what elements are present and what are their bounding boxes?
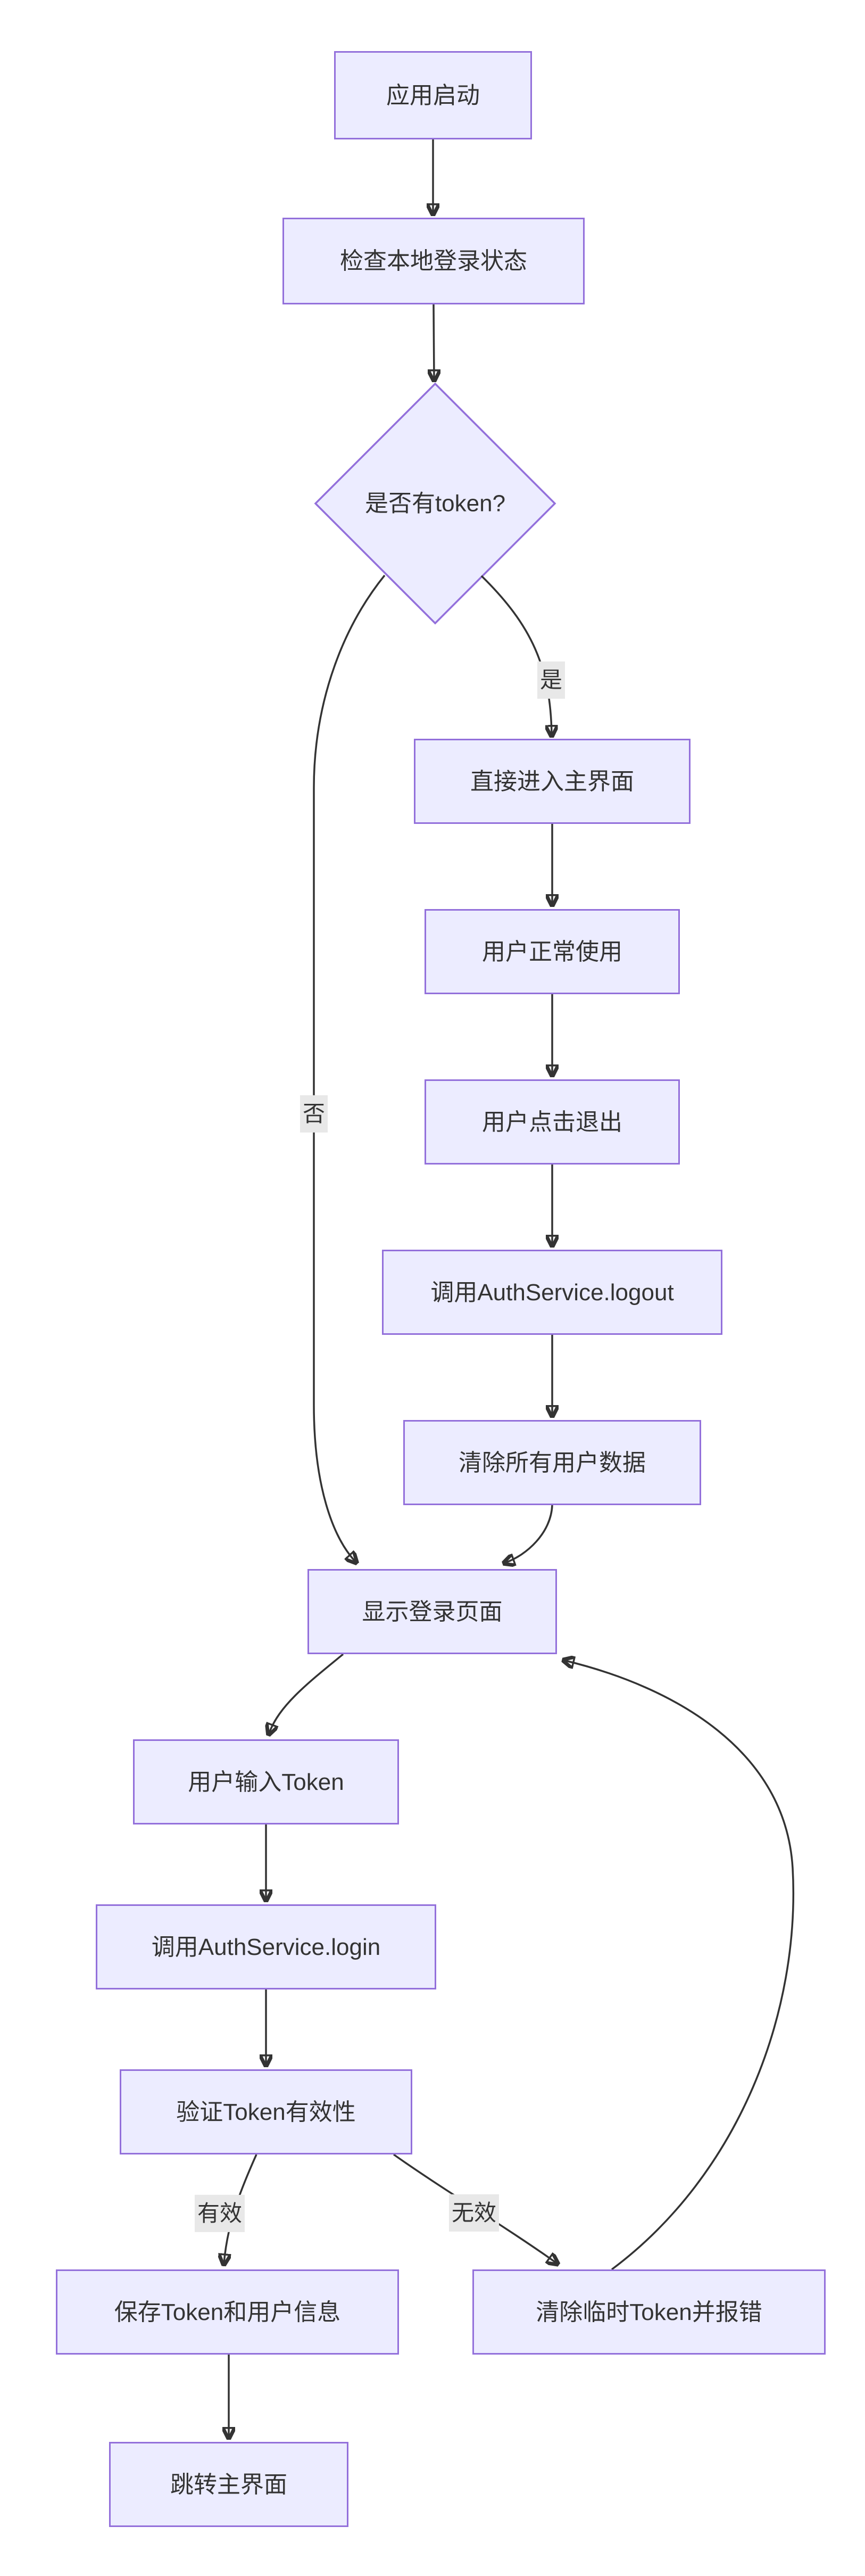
node-enter-main: 直接进入主界面 xyxy=(414,739,691,824)
node-goto-main: 跳转主界面 xyxy=(109,2442,348,2527)
node-normal-use: 用户正常使用 xyxy=(425,909,680,994)
edge-label-yes: 是 xyxy=(537,661,565,699)
node-check-local-login: 检查本地登录状态 xyxy=(282,218,585,304)
edge-cleartemp-showlogin-loop xyxy=(565,1661,795,2270)
node-has-token-decision: 是否有token? xyxy=(364,490,506,517)
node-save-token-userinfo: 保存Token和用户信息 xyxy=(56,2269,399,2355)
node-verify-token: 验证Token有效性 xyxy=(120,2069,412,2154)
node-call-authservice-login: 调用AuthService.login xyxy=(96,1904,436,1989)
edge-label-invalid: 无效 xyxy=(448,2194,500,2232)
edge-hastoken-showlogin-no xyxy=(313,574,386,1562)
node-input-token: 用户输入Token xyxy=(133,1739,399,1824)
decision-diamond-shape xyxy=(314,382,556,625)
node-show-login-page: 显示登录页面 xyxy=(307,1569,557,1654)
node-call-authservice-logout: 调用AuthService.logout xyxy=(382,1250,722,1335)
node-app-start: 应用启动 xyxy=(334,51,532,139)
edge-hastoken-entermain-yes xyxy=(480,575,552,734)
edge-label-no: 否 xyxy=(300,1095,328,1133)
node-click-logout: 用户点击退出 xyxy=(425,1079,680,1165)
edge-showlogin-inputtoken xyxy=(269,1653,344,1733)
edge-clearall-showlogin xyxy=(505,1505,553,1563)
node-clear-temp-token-error: 清除临时Token并报错 xyxy=(472,2269,826,2355)
edge-label-valid: 有效 xyxy=(194,2194,245,2233)
node-clear-all-user-data: 清除所有用户数据 xyxy=(403,1420,701,1505)
